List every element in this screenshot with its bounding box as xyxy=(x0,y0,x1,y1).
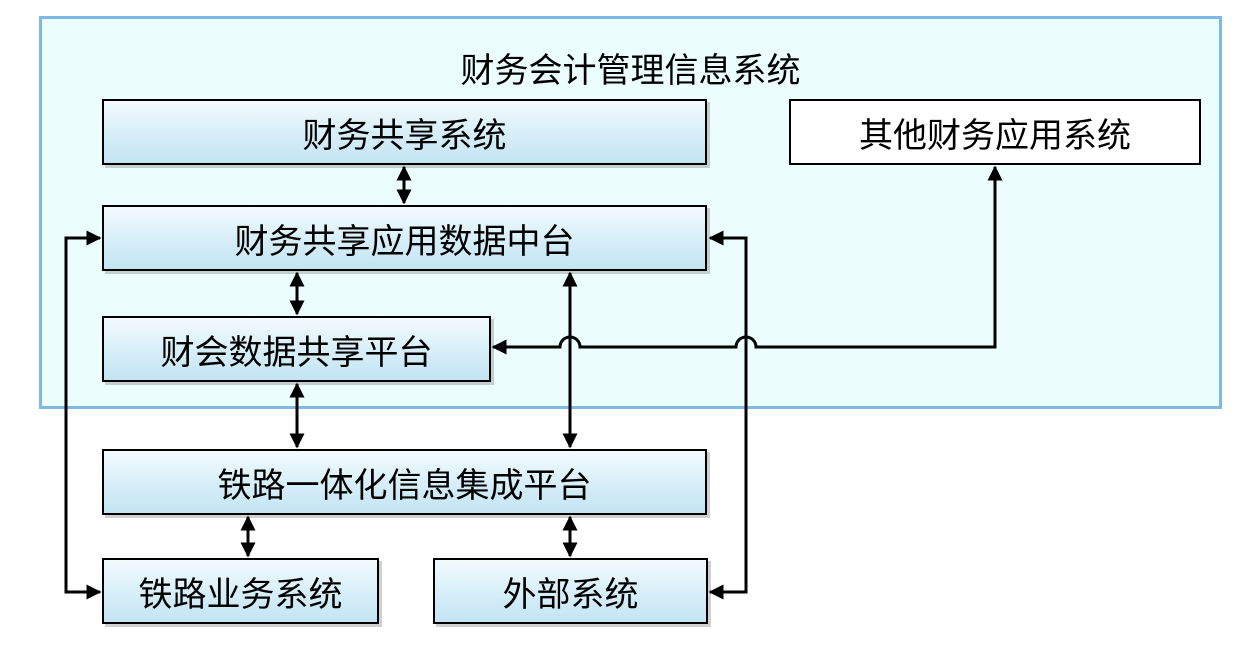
container-title: 财务会计管理信息系统 xyxy=(460,51,801,91)
link-external-to-middle xyxy=(708,230,748,600)
node-external-systems: 外部系统 xyxy=(433,558,708,624)
node-railway-integration-platform: 铁路一体化信息集成平台 xyxy=(102,449,707,515)
link-railway-to-middle xyxy=(64,230,102,600)
node-finance-shared-system: 财务共享系统 xyxy=(102,99,707,165)
node-accounting-data-sharing-platform: 财会数据共享平台 xyxy=(102,316,491,382)
node-railway-business-system: 铁路业务系统 xyxy=(102,558,379,624)
link-sharing-to-other-apps xyxy=(491,165,1003,355)
node-other-finance-apps: 其他财务应用系统 xyxy=(789,99,1201,165)
